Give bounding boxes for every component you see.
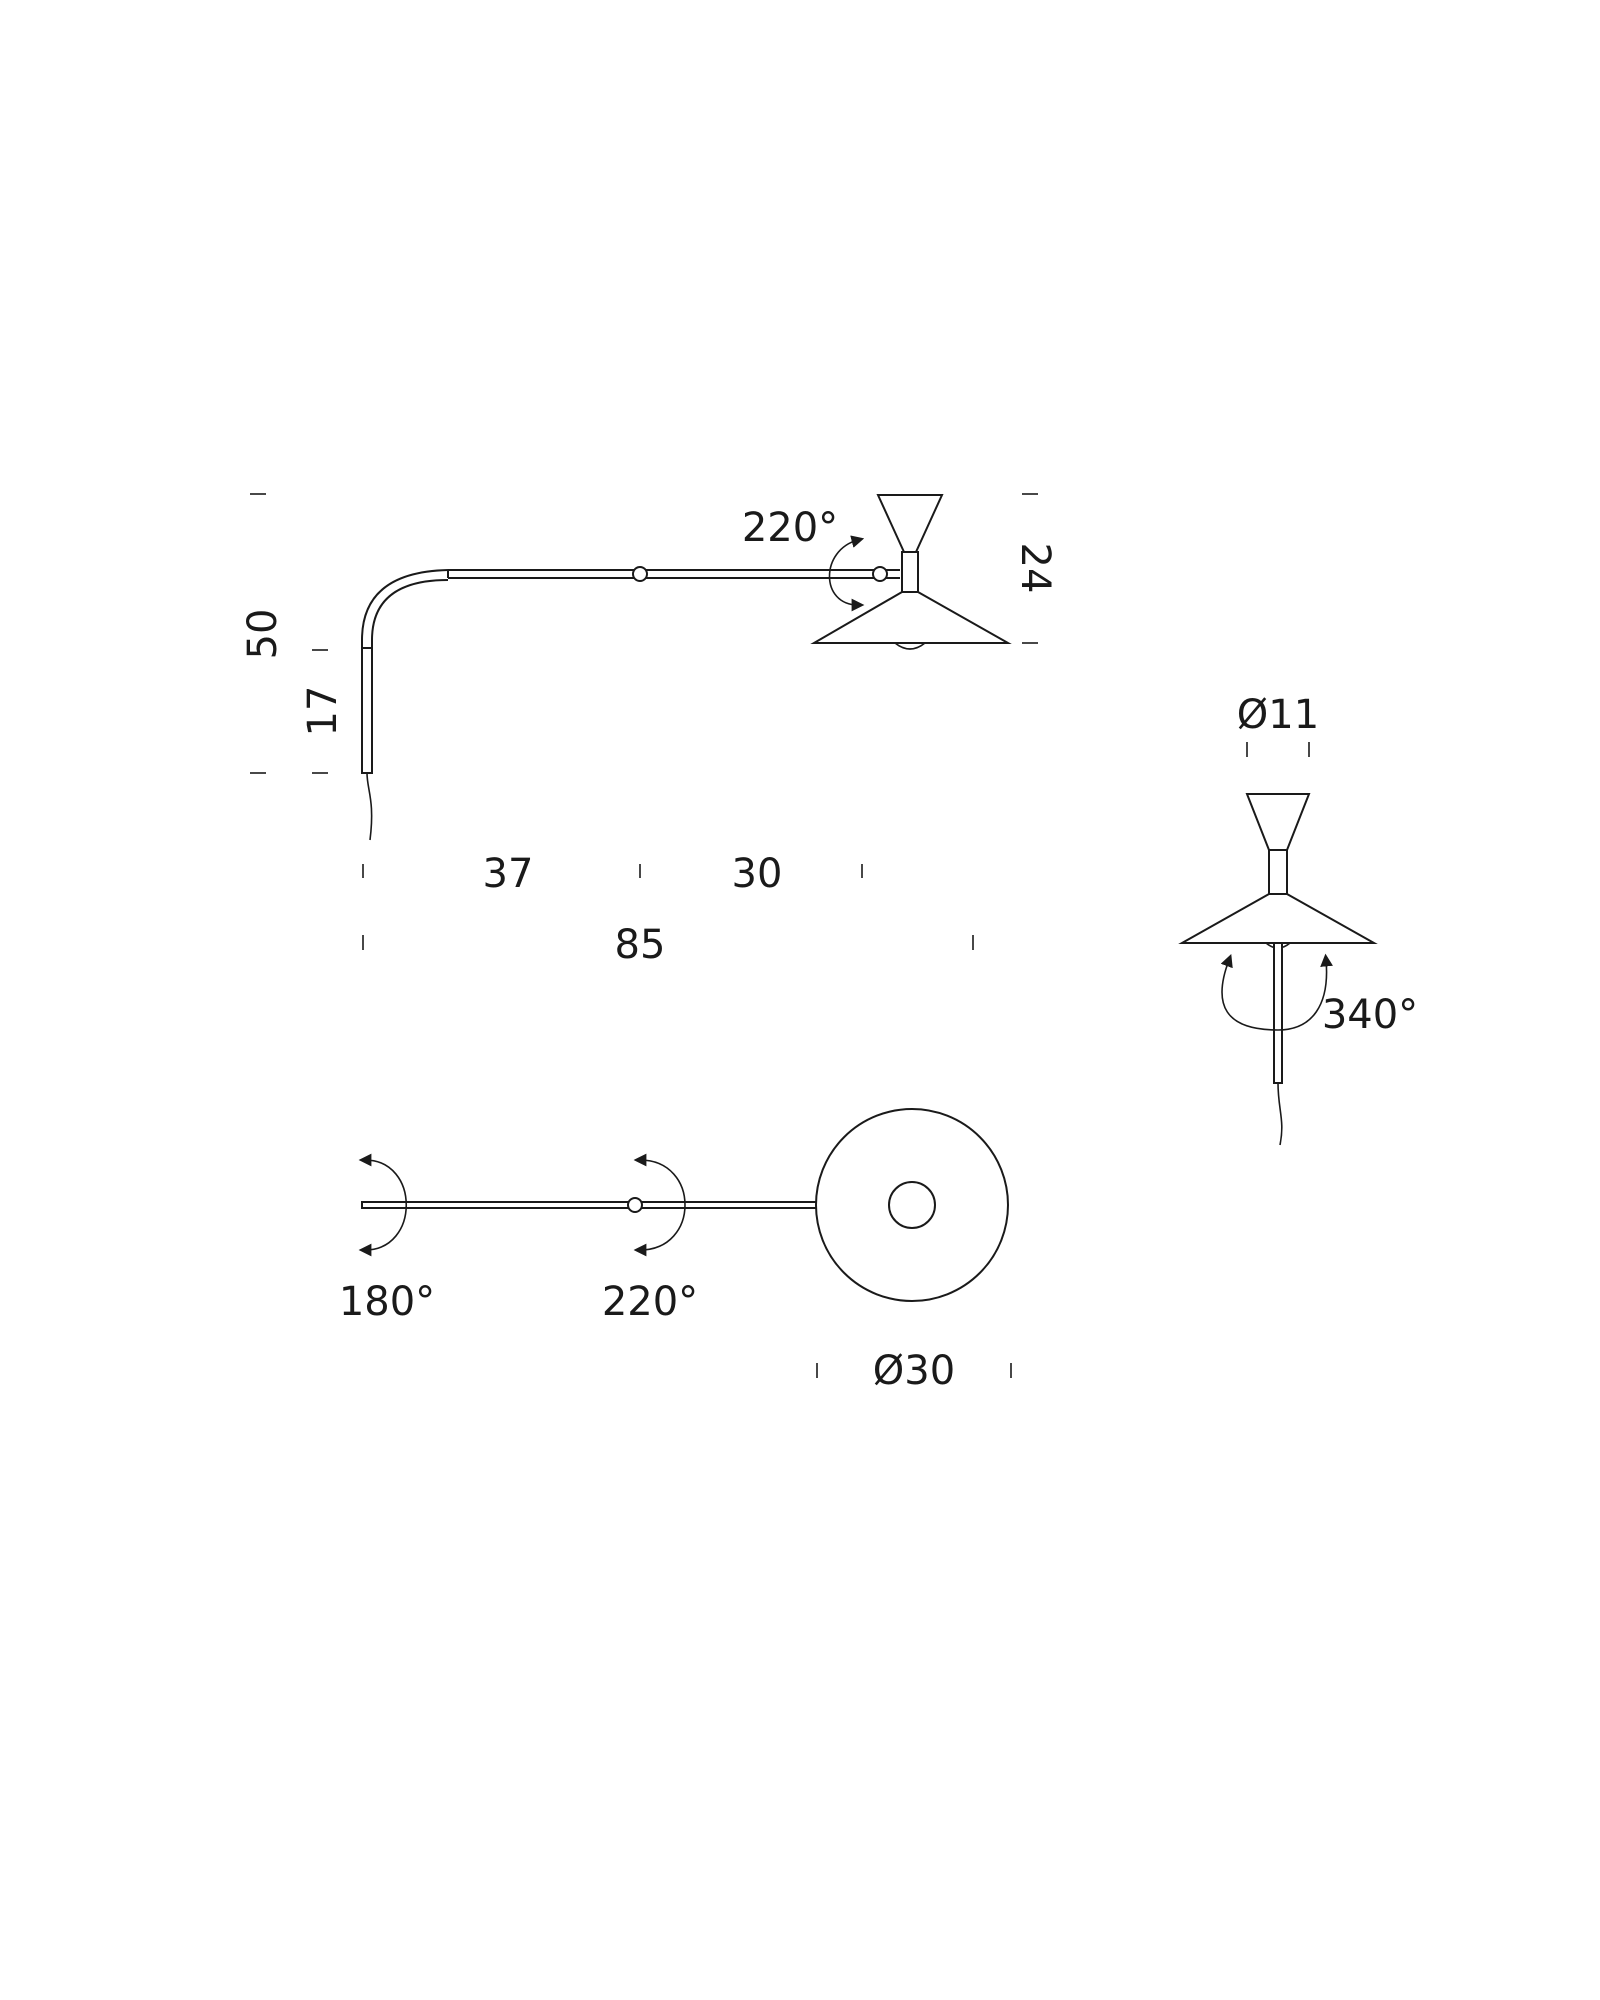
dim-total-height: 50 (240, 609, 286, 660)
arm-curve-outer (361, 569, 449, 648)
dim-shade-diameter: Ø30 (873, 1348, 955, 1394)
front-rotation-arrow-right (1277, 953, 1333, 1031)
dim-total-reach: 85 (615, 922, 666, 968)
upper-cone (876, 494, 944, 553)
lower-shade (810, 591, 1012, 644)
label-front-rotation: 340° (1322, 992, 1418, 1038)
label-shade-rotation: 220° (742, 505, 838, 551)
top-shade-inner (888, 1181, 936, 1229)
arm-curve-inner (371, 579, 449, 648)
top-arm-joint (627, 1197, 643, 1213)
front-stem (1273, 942, 1283, 1084)
wall-mount-bar (361, 647, 373, 774)
front-rotation-arrow-left (1220, 954, 1279, 1031)
label-wall-rotation: 180° (339, 1279, 435, 1325)
top-view: 180° 220° Ø30 (339, 1108, 1012, 1394)
dim-arm-segment-1: 37 (483, 851, 534, 897)
label-joint-rotation: 220° (602, 1279, 698, 1325)
power-cord (366, 772, 373, 841)
front-neck (1268, 849, 1288, 895)
joint-rotation-arrow (633, 1153, 686, 1257)
bulb (894, 642, 926, 650)
dim-top-diameter: Ø11 (1237, 692, 1319, 738)
front-lower-shade (1178, 893, 1378, 944)
dim-shade-height: 24 (1012, 543, 1058, 594)
side-view: 50 17 24 220° 37 30 85 (240, 493, 1058, 968)
front-cord (1277, 1082, 1283, 1146)
top-arm (361, 1201, 818, 1209)
shade-rotation-arrow (828, 535, 865, 612)
front-view: Ø11 340° (1178, 692, 1418, 1146)
dim-arm-segment-2: 30 (732, 851, 783, 897)
shade-joint (872, 566, 888, 582)
arm-joint (632, 566, 648, 582)
shade-neck (901, 551, 919, 593)
dim-mount-height: 17 (300, 686, 346, 737)
wall-rotation-arrow (358, 1153, 407, 1257)
front-upper-cone (1245, 793, 1311, 851)
